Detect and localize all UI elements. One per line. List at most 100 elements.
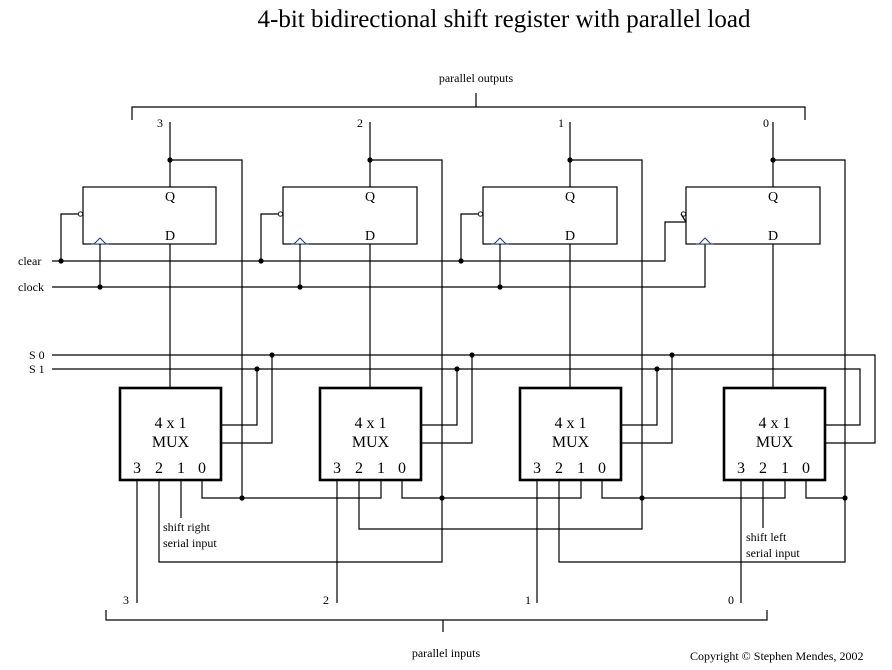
- mux-box: [118, 386, 223, 482]
- mux-pin-label: 0: [598, 460, 606, 477]
- feedback-line: [170, 159, 243, 498]
- mux-pin-label: 0: [398, 460, 406, 477]
- flip-flop-box: [685, 186, 821, 245]
- flip-flop-box: [282, 186, 418, 245]
- clock-triangle-icon: [493, 237, 507, 245]
- shift-left-serial-input: shift left serial input: [746, 530, 800, 560]
- shift-left-label-1: shift left: [746, 530, 787, 544]
- d-label: D: [768, 229, 778, 244]
- junction-dot-icon: [297, 284, 303, 290]
- shift-left-line-2: [358, 480, 643, 530]
- parallel-input-label: 3: [123, 593, 129, 607]
- shift-right-label-1: shift right: [163, 520, 211, 534]
- mux-label-line2: MUX: [756, 434, 794, 451]
- clear-label: clear: [18, 254, 41, 268]
- shift-right-label-2: serial input: [163, 536, 217, 550]
- inversion-bubble-icon: [277, 211, 284, 217]
- junction-dot-icon: [567, 157, 573, 163]
- mux-pin-label: 1: [781, 460, 789, 477]
- mux-pin-label: 0: [802, 460, 810, 477]
- inversion-bubble-icon: [477, 211, 484, 217]
- mux-pin-label: 3: [133, 460, 141, 477]
- mux-pin-label: 2: [355, 460, 363, 477]
- mux-box: [518, 386, 623, 482]
- copyright-text: Copyright © Stephen Mendes, 2002: [690, 649, 863, 663]
- diagram-title: 4-bit bidirectional shift register with …: [258, 6, 751, 33]
- junction-dot-icon: [454, 366, 460, 372]
- flip-flop-box: [82, 186, 217, 245]
- clear-tap: [60, 213, 78, 261]
- mux-box: [318, 386, 423, 482]
- output-label: 3: [157, 116, 163, 130]
- inversion-bubble-icon: [77, 211, 84, 217]
- junction-dot-icon: [669, 352, 675, 358]
- s1-label: S 1: [29, 362, 45, 376]
- junction-dot-icon: [258, 258, 264, 264]
- clear-tap: [260, 213, 278, 261]
- mux-label-line2: MUX: [552, 434, 590, 451]
- d-flip-flop: QD: [680, 186, 821, 245]
- parallel-inputs-label: parallel inputs: [412, 646, 481, 660]
- parallel-inputs-bracket: parallel inputs: [105, 610, 768, 660]
- d-label: D: [365, 229, 375, 244]
- flip-flop-box: [482, 186, 618, 245]
- junction-dot-icon: [458, 258, 464, 264]
- d-label: D: [565, 229, 575, 244]
- clock-triangle-icon: [93, 237, 107, 245]
- parallel-outputs-bracket: parallel outputs: [131, 71, 806, 120]
- shift-right-line-1: [442, 480, 582, 499]
- mux-pin-label: 1: [177, 460, 185, 477]
- q-label: Q: [565, 190, 575, 205]
- clock-triangle-icon: [698, 237, 712, 245]
- mux-pin-label: 3: [333, 460, 341, 477]
- q-label: Q: [365, 190, 375, 205]
- junction-dot-icon: [770, 157, 776, 163]
- parallel-input-label: 2: [323, 593, 329, 607]
- parallel-input-label: 0: [728, 593, 734, 607]
- shift-left-line-1: [558, 480, 846, 563]
- shift-left-label-2: serial input: [746, 546, 800, 560]
- feedback-line: [370, 159, 443, 498]
- clock-line: [52, 242, 706, 288]
- shift-left-line-3: [158, 480, 443, 563]
- parallel-outputs-label: parallel outputs: [439, 71, 514, 85]
- shift-right-line-0: [642, 480, 786, 499]
- clear-line: [52, 221, 686, 262]
- pin0-hold-line: [401, 480, 442, 499]
- mux-label-line2: MUX: [352, 434, 390, 451]
- junction-dot-icon: [497, 284, 503, 290]
- d-label: D: [165, 229, 175, 244]
- mux-pin-label: 3: [533, 460, 541, 477]
- parallel-input-label: 1: [525, 593, 531, 607]
- junction-dot-icon: [367, 157, 373, 163]
- s1-tap: [621, 369, 658, 426]
- mux-label-line1: 4 x 1: [759, 415, 791, 432]
- junction-dot-icon: [469, 352, 475, 358]
- clock-triangle-icon: [293, 237, 307, 245]
- pin0-hold-line: [601, 480, 642, 499]
- s0-tap: [421, 355, 473, 444]
- junction-dot-icon: [654, 366, 660, 372]
- output-label: 2: [357, 116, 363, 130]
- d-flip-flop: QD: [277, 186, 418, 245]
- pin0-hold-line: [805, 480, 845, 499]
- s1-tap: [421, 369, 458, 426]
- junction-dot-icon: [58, 258, 64, 264]
- q-label: Q: [768, 190, 778, 205]
- d-flip-flop: QD: [477, 186, 618, 245]
- mux-pin-label: 2: [759, 460, 767, 477]
- pin0-hold-line: [201, 480, 242, 499]
- junction-dot-icon: [254, 366, 260, 372]
- s1-tap: [221, 369, 258, 426]
- feedback-line: [773, 159, 846, 498]
- d-flip-flop: QD: [77, 186, 217, 245]
- mux-label-line2: MUX: [152, 434, 190, 451]
